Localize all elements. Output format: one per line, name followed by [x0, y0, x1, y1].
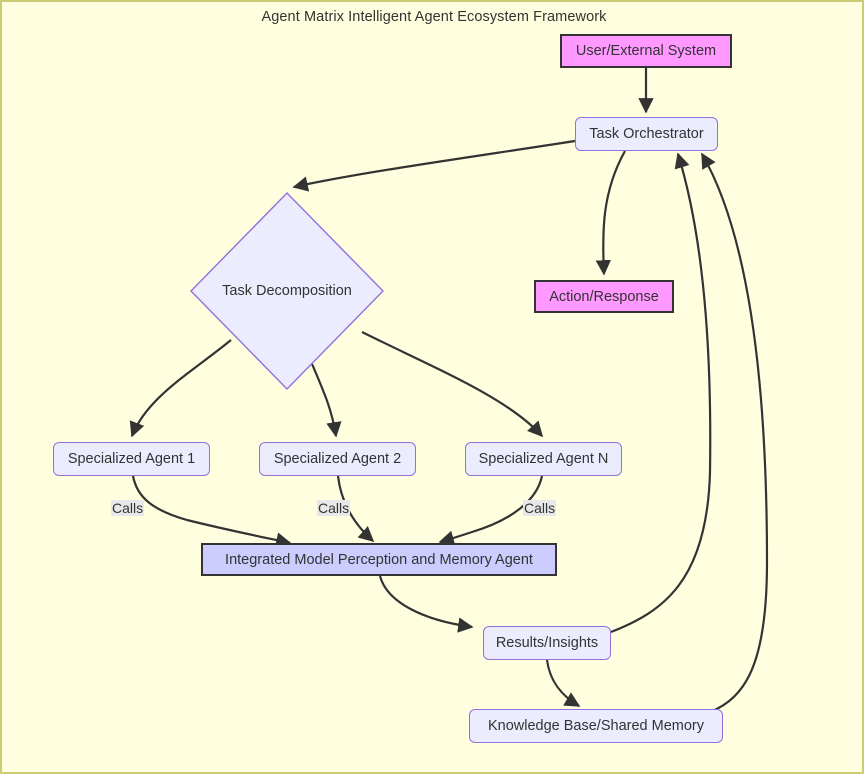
node-label: Task Decomposition: [222, 283, 352, 299]
edge-agent1-to-integrated: [131, 475, 292, 548]
node-results-insights[interactable]: Results/Insights: [483, 626, 611, 660]
node-specialized-agent-1[interactable]: Specialized Agent 1: [53, 442, 210, 476]
node-task-decomposition[interactable]: Task Decomposition: [190, 192, 384, 390]
edge-label-calls-agent2: Calls: [317, 500, 351, 516]
node-label: Results/Insights: [495, 635, 599, 651]
diagram-title: Agent Matrix Intelligent Agent Ecosystem…: [261, 9, 607, 25]
node-knowledge-base[interactable]: Knowledge Base/Shared Memory: [469, 709, 723, 743]
edge-orchestrator-to-action: [595, 150, 626, 276]
edge-results-to-knowledge: [545, 659, 581, 707]
edge-label-calls-agent1: Calls: [111, 500, 145, 516]
edge-integrated-to-results: [378, 575, 474, 633]
node-label: Task Orchestrator: [589, 126, 704, 142]
node-label: Integrated Model Perception and Memory A…: [225, 551, 533, 568]
node-action-response[interactable]: Action/Response: [534, 280, 674, 313]
node-label: Action/Response: [549, 288, 659, 305]
node-label: Specialized Agent N: [478, 451, 609, 467]
node-specialized-agent-2[interactable]: Specialized Agent 2: [259, 442, 416, 476]
edge-results-to-orchestrator: [610, 152, 712, 634]
diamond-shape-icon: [190, 192, 384, 390]
node-task-orchestrator[interactable]: Task Orchestrator: [575, 117, 718, 151]
node-label: Knowledge Base/Shared Memory: [487, 718, 704, 734]
node-label: User/External System: [575, 43, 717, 59]
node-specialized-agent-n[interactable]: Specialized Agent N: [465, 442, 622, 476]
edge-label-calls-agentn: Calls: [523, 500, 557, 516]
node-label: Specialized Agent 2: [273, 451, 402, 467]
node-integrated-model[interactable]: Integrated Model Perception and Memory A…: [201, 543, 557, 576]
edge-orchestrator-to-decomposition: [292, 139, 576, 192]
node-user-external-system[interactable]: User/External System: [560, 34, 732, 68]
edge-knowledge-to-orchestrator: [701, 152, 769, 717]
edge-decomposition-to-agentn: [361, 331, 544, 438]
node-label: Specialized Agent 1: [67, 451, 196, 467]
